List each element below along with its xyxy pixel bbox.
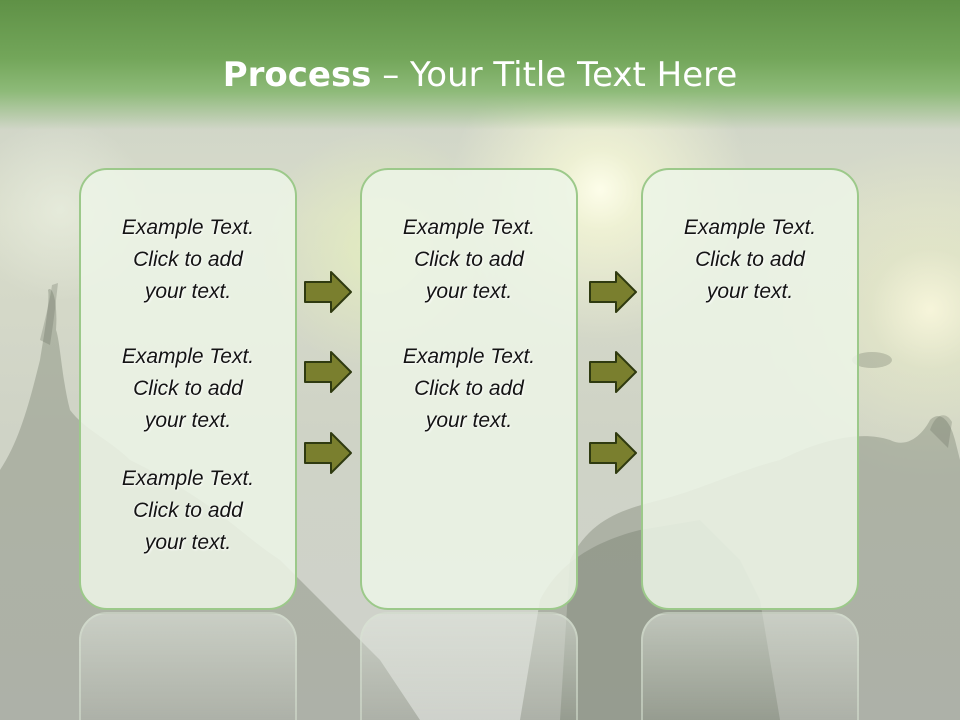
right-arrow-icon[interactable] <box>303 350 353 394</box>
text-line: Example Text. <box>121 467 255 490</box>
process-panel-2[interactable]: Example Text. Click to add your text. Ex… <box>360 168 578 610</box>
text-line: Click to add <box>133 499 243 522</box>
process-panel-3[interactable]: Example Text. Click to add your text. <box>641 168 859 610</box>
text-line: Example Text. <box>121 345 255 368</box>
text-line: your text. <box>144 409 232 432</box>
title-bold-text: Process <box>222 55 372 95</box>
text-line: Click to add <box>414 377 524 400</box>
title-rest-text: – Your Title Text Here <box>371 55 738 95</box>
process-panel-1[interactable]: Example Text. Click to add your text. Ex… <box>79 168 297 610</box>
text-line: your text. <box>425 409 513 432</box>
panel-reflection <box>360 612 578 720</box>
text-line: Example Text. <box>121 216 255 239</box>
right-arrow-icon[interactable] <box>588 270 638 314</box>
right-arrow-icon[interactable] <box>303 270 353 314</box>
panel-reflection <box>79 612 297 720</box>
text-line: Click to add <box>133 377 243 400</box>
text-line: Example Text. <box>402 345 536 368</box>
text-line: your text. <box>144 531 232 554</box>
text-line: Click to add <box>695 248 805 271</box>
text-block[interactable]: Example Text. Click to add your text. <box>362 212 576 308</box>
text-block[interactable]: Example Text. Click to add your text. <box>81 212 295 308</box>
text-line: your text. <box>144 280 232 303</box>
text-block[interactable]: Example Text. Click to add your text. <box>362 341 576 437</box>
right-arrow-icon[interactable] <box>588 350 638 394</box>
text-line: your text. <box>425 280 513 303</box>
text-block[interactable]: Example Text. Click to add your text. <box>643 212 857 308</box>
text-line: Example Text. <box>402 216 536 239</box>
slide-title[interactable]: Process – Your Title Text Here <box>0 55 960 95</box>
text-block[interactable]: Example Text. Click to add your text. <box>81 463 295 559</box>
panel-reflection <box>641 612 859 720</box>
text-line: Click to add <box>133 248 243 271</box>
right-arrow-icon[interactable] <box>303 431 353 475</box>
right-arrow-icon[interactable] <box>588 431 638 475</box>
text-line: Click to add <box>414 248 524 271</box>
text-line: Example Text. <box>683 216 817 239</box>
text-line: your text. <box>706 280 794 303</box>
title-bar <box>0 0 960 130</box>
text-block[interactable]: Example Text. Click to add your text. <box>81 341 295 437</box>
